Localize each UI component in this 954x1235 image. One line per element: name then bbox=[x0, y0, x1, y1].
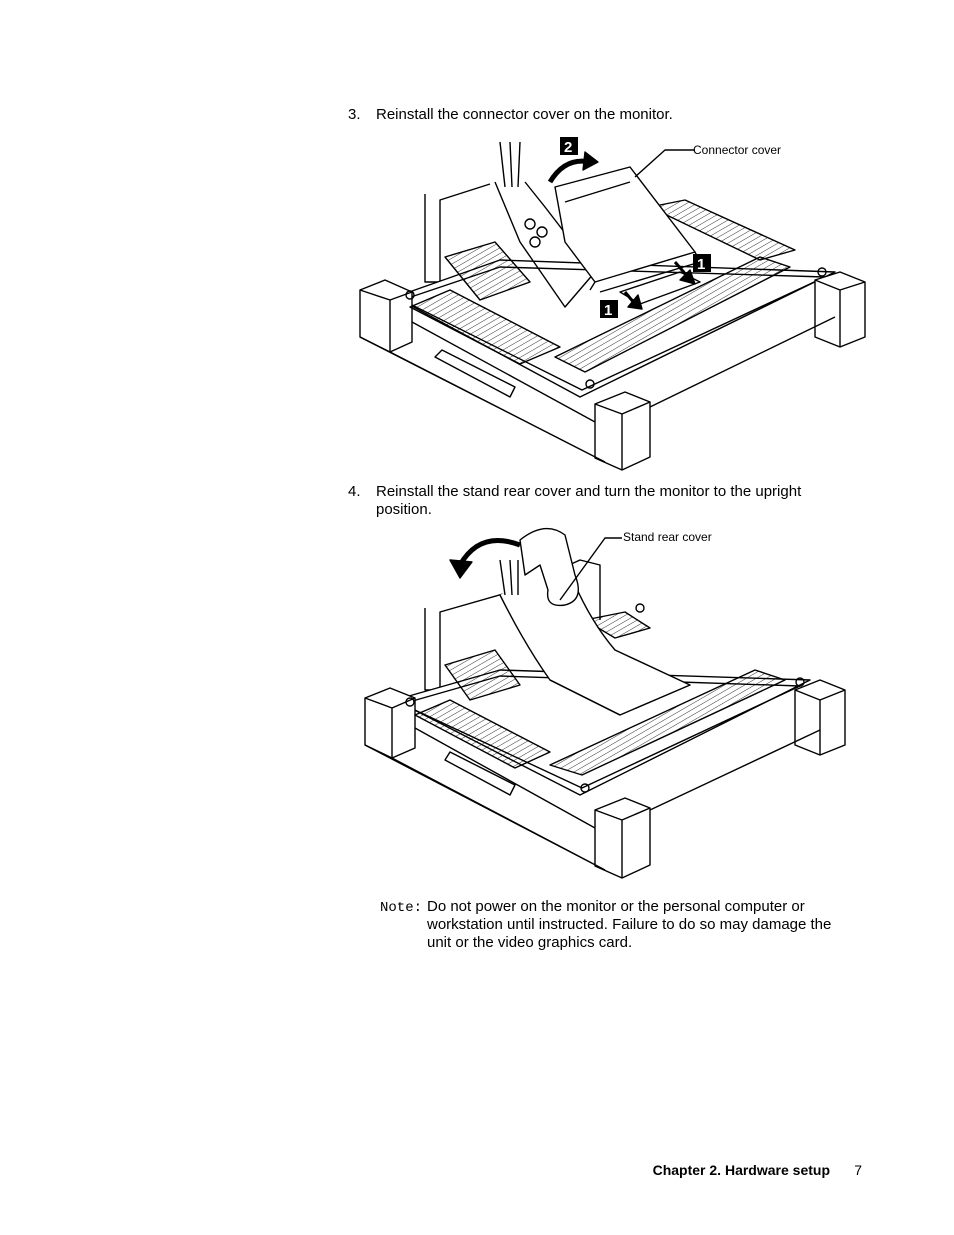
note-label: Note: bbox=[380, 900, 423, 916]
connector-cover-callout: Connector cover bbox=[693, 143, 781, 157]
connector-cover-illustration: 2 1 1 Connector cover bbox=[350, 132, 870, 477]
stand-rear-cover-callout: Stand rear cover bbox=[623, 530, 712, 544]
step-4: 4. Reinstall the stand rear cover and tu… bbox=[348, 483, 848, 523]
note-text: Do not power on the monitor or the perso… bbox=[427, 898, 832, 951]
step-text: Reinstall the connector cover on the mon… bbox=[376, 106, 673, 123]
stand-rear-cover-illustration: Stand rear cover bbox=[350, 520, 870, 885]
step-3: 3. Reinstall the connector cover on the … bbox=[348, 106, 848, 126]
step-number: 3. bbox=[348, 106, 361, 123]
badge-1-right: 1 bbox=[697, 256, 705, 273]
badge-2: 2 bbox=[564, 139, 572, 156]
page-number: 7 bbox=[854, 1162, 862, 1178]
step-number: 4. bbox=[348, 483, 361, 500]
chapter-title: Chapter 2. Hardware setup bbox=[652, 1162, 830, 1178]
badge-1-left: 1 bbox=[604, 302, 612, 319]
step-text: Reinstall the stand rear cover and turn … bbox=[376, 483, 802, 518]
page-footer: Chapter 2. Hardware setup 7 bbox=[600, 1162, 870, 1182]
